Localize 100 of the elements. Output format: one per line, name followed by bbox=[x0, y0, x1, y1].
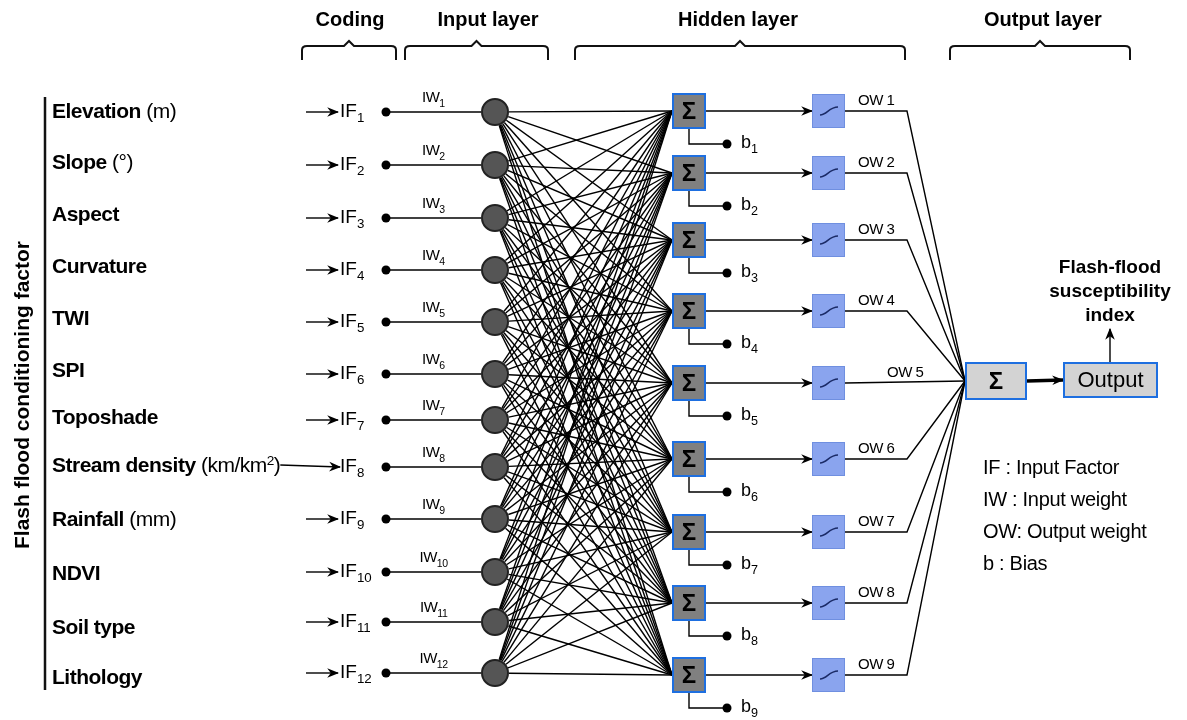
arrow bbox=[1105, 327, 1115, 363]
connector-line bbox=[508, 110, 673, 113]
output-box: Output bbox=[1063, 362, 1158, 398]
dot-ended-line bbox=[688, 328, 732, 349]
connector-line bbox=[507, 239, 673, 317]
arrow bbox=[305, 617, 340, 627]
input-factor-label: IF$_{11}$ bbox=[340, 608, 378, 636]
connector-line bbox=[507, 310, 673, 370]
bias-label: b$_{7}$ bbox=[727, 552, 763, 578]
activation-function-box bbox=[812, 515, 845, 549]
connector-line bbox=[506, 276, 673, 384]
activation-function-box bbox=[812, 366, 845, 400]
legend-entry: IW : Input weight bbox=[983, 488, 1127, 511]
arrow bbox=[1026, 375, 1065, 386]
arrow bbox=[305, 213, 340, 223]
dot-ended-line bbox=[381, 265, 482, 275]
factor-label: Elevation (m) bbox=[52, 97, 177, 125]
factor-label: Soil type bbox=[52, 613, 136, 641]
arrow bbox=[705, 168, 814, 178]
arrow bbox=[305, 567, 340, 577]
factor-label: Lithology bbox=[52, 663, 142, 691]
summation-box: Σ bbox=[672, 514, 706, 550]
arrow bbox=[305, 160, 340, 170]
input-factor-label: IF$_{9}$ bbox=[340, 505, 378, 533]
bias-label: b$_{1}$ bbox=[727, 131, 763, 157]
arrow bbox=[305, 369, 340, 379]
factor-label: SPI bbox=[52, 356, 85, 384]
dot-ended-line bbox=[688, 692, 732, 713]
bias-label: b$_{9}$ bbox=[727, 695, 763, 720]
neuron-circle bbox=[481, 308, 509, 336]
output-label: Flash-flood susceptibility index bbox=[1030, 255, 1187, 327]
bias-label: b$_{8}$ bbox=[727, 623, 763, 649]
connector-line bbox=[508, 672, 673, 676]
dot-ended-line bbox=[688, 620, 732, 641]
axis-title: Flash flood conditioning factor bbox=[10, 241, 34, 549]
bias-label: b$_{3}$ bbox=[727, 260, 763, 286]
connector-line bbox=[508, 573, 673, 604]
connector-line bbox=[844, 380, 966, 384]
neuron-circle bbox=[481, 659, 509, 687]
arrow bbox=[305, 107, 340, 117]
connector-line bbox=[506, 578, 673, 676]
activation-function-box bbox=[812, 223, 845, 257]
arrow bbox=[705, 598, 814, 608]
connector-line bbox=[507, 169, 673, 241]
connector-line bbox=[508, 458, 673, 468]
input-factor-label: IF$_{1}$ bbox=[340, 98, 378, 126]
connector-line bbox=[504, 458, 673, 614]
connector-line bbox=[507, 458, 673, 516]
arrow bbox=[305, 265, 340, 275]
connector-line bbox=[506, 426, 673, 533]
arrow bbox=[705, 527, 814, 537]
layer-heading: Input layer bbox=[437, 8, 539, 31]
bias-label: b$_{6}$ bbox=[727, 479, 763, 505]
connector-line bbox=[507, 172, 673, 216]
connector-line bbox=[844, 310, 966, 382]
neuron-circle bbox=[481, 453, 509, 481]
legend-entry: OW: Output weight bbox=[983, 520, 1147, 543]
connector-line bbox=[506, 524, 673, 604]
arrow bbox=[305, 415, 340, 425]
connector-line bbox=[507, 110, 673, 162]
dot-ended-line bbox=[381, 160, 482, 170]
summation-box: Σ bbox=[672, 293, 706, 329]
neuron-circle bbox=[481, 151, 509, 179]
input-factor-label: IF$_{4}$ bbox=[340, 256, 378, 284]
neuron-circle bbox=[481, 204, 509, 232]
activation-function-box bbox=[812, 442, 845, 476]
connector-line bbox=[844, 239, 966, 382]
input-factor-label: IF$_{10}$ bbox=[340, 558, 378, 586]
layer-heading: Coding bbox=[315, 8, 385, 31]
dot-ended-line bbox=[381, 668, 482, 678]
input-factor-label: IF$_{8}$ bbox=[340, 453, 378, 481]
dot-ended-line bbox=[688, 549, 732, 570]
factor-label: Curvature bbox=[52, 252, 147, 280]
summation-box: Σ bbox=[672, 155, 706, 191]
dot-ended-line bbox=[381, 317, 482, 327]
layer-heading: Output layer bbox=[984, 8, 1102, 31]
dot-ended-line bbox=[381, 415, 482, 425]
arrow bbox=[305, 668, 340, 678]
connector-line bbox=[844, 380, 966, 460]
legend-entry: b : Bias bbox=[983, 552, 1048, 575]
neuron-circle bbox=[481, 360, 509, 388]
activation-function-box bbox=[812, 586, 845, 620]
neuron-circle bbox=[481, 505, 509, 533]
connector-line bbox=[503, 279, 673, 460]
input-factor-label: IF$_{5}$ bbox=[340, 308, 378, 336]
arrow bbox=[279, 461, 342, 472]
layer-heading: Hidden layer bbox=[678, 8, 799, 31]
neuron-circle bbox=[481, 98, 509, 126]
arrow bbox=[705, 378, 814, 388]
dot-ended-line bbox=[381, 567, 482, 577]
connector-line bbox=[507, 325, 673, 384]
connector-line bbox=[507, 602, 673, 669]
arrow bbox=[705, 454, 814, 464]
summation-box: Σ bbox=[672, 93, 706, 129]
bias-label: b$_{4}$ bbox=[727, 331, 763, 357]
activation-function-box bbox=[812, 156, 845, 190]
summation-box: Σ bbox=[672, 365, 706, 401]
connector-line bbox=[507, 115, 673, 174]
bias-label: b$_{2}$ bbox=[727, 193, 763, 219]
neuron-circle bbox=[481, 558, 509, 586]
